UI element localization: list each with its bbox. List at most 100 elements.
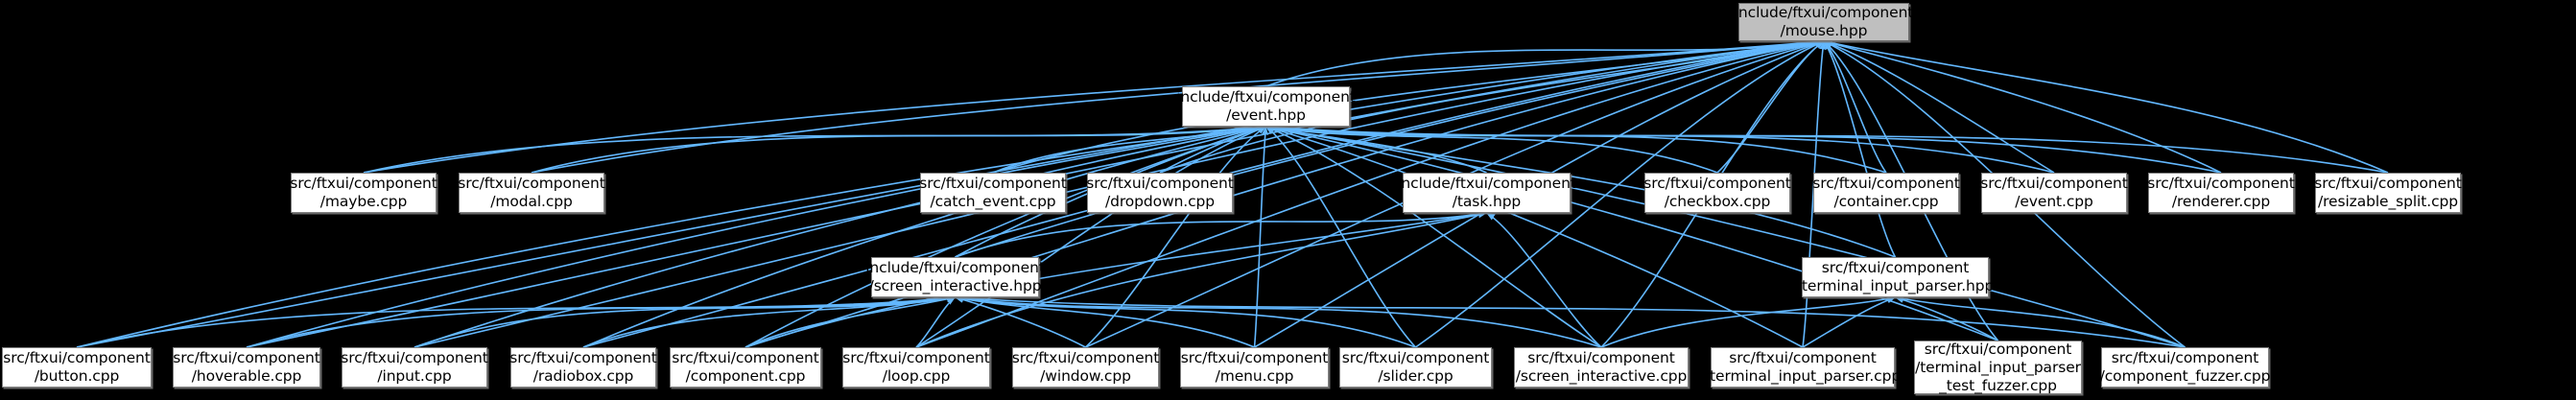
edge-terminal_input_parser_hpp-to-event_hpp — [1265, 125, 1896, 258]
node-label-line2: /component_fuzzer.cpp — [2099, 367, 2271, 385]
node-label-line2: /loop.cpp — [882, 367, 951, 385]
node-label-line2: /event.cpp — [2015, 193, 2093, 210]
node-label-line1: src/ftxui/component — [173, 349, 320, 366]
node-label-line2: /catch_event.cpp — [930, 193, 1056, 210]
node-mouse_hpp[interactable]: include/ftxui/component/mouse.hpp — [1735, 3, 1913, 41]
edge-input_cpp-to-event_hpp — [414, 125, 1266, 348]
node-label-line2: /component.cpp — [685, 367, 806, 385]
node-checkbox_cpp[interactable]: src/ftxui/component/checkbox.cpp — [1643, 173, 1791, 213]
node-label-line1: src/ftxui/component — [1924, 340, 2072, 358]
edge-event_cpp-to-event_hpp — [1265, 124, 2055, 174]
edge-hoverable_cpp-to-event_hpp — [246, 124, 1266, 348]
edge-catch_event_cpp-to-event_hpp — [992, 125, 1266, 174]
node-label-line1: src/ftxui/component — [458, 175, 605, 192]
node-label-line2: /modal.cpp — [490, 193, 573, 210]
node-label-line2: /task.hpp — [1452, 193, 1522, 210]
node-label-line2: /dropdown.cpp — [1104, 193, 1216, 210]
node-terminal_input_parser_hpp[interactable]: src/ftxui/component/terminal_input_parse… — [1797, 257, 1994, 297]
node-input_cpp[interactable]: src/ftxui/component/input.cpp — [341, 347, 488, 388]
node-label-line1: src/ftxui/component — [2147, 175, 2295, 192]
edge-resizable_split_cpp-to-event_hpp — [1265, 124, 2389, 174]
edge-screen_interactive_cpp-to-terminal_input_parser_hpp — [1600, 295, 1896, 348]
edge-task_hpp-to-event_hpp — [1265, 125, 1487, 174]
edge-catch_event_cpp-to-mouse_hpp — [992, 38, 1825, 174]
node-label-line1: src/ftxui/component — [1086, 175, 1234, 192]
edge-container_cpp-to-mouse_hpp — [1823, 40, 1887, 174]
node-event_cpp[interactable]: src/ftxui/component/event.cpp — [1980, 173, 2128, 213]
node-label-line1: src/ftxui/component — [1729, 349, 1877, 366]
node-label-line1: src/ftxui/component — [842, 349, 990, 366]
edge-menu_cpp-to-event_hpp — [1253, 126, 1268, 348]
node-label-line2: /radiobox.cpp — [532, 367, 634, 385]
node-label-line2: /terminal_input_parser.cpp — [1704, 367, 1902, 385]
edge-window_cpp-to-event_hpp — [1084, 126, 1266, 348]
node-label-line1: src/ftxui/component — [1011, 349, 1160, 366]
node-tip_test_fuzzer_cpp[interactable]: src/ftxui/component/terminal_input_parse… — [1914, 341, 2082, 394]
edge-terminal_input_parser_cpp-to-event_hpp — [1265, 126, 1804, 348]
node-label-line1: src/ftxui/component — [919, 175, 1067, 192]
node-label-line2: /terminal_input_parser.hpp — [1796, 277, 1995, 294]
edge-dropdown_cpp-to-event_hpp — [1159, 126, 1266, 174]
node-label-line2: /screen_interactive.cpp — [1515, 367, 1688, 385]
node-dropdown_cpp[interactable]: src/ftxui/component/dropdown.cpp — [1086, 173, 1234, 213]
node-label-line1: src/ftxui/component — [1812, 175, 1960, 192]
edge-event_cpp-to-mouse_hpp — [1823, 40, 2055, 174]
node-label-line1: include/ftxui/component — [1397, 175, 1576, 192]
node-label-line1: include/ftxui/component — [865, 259, 1045, 276]
node-label-line1: src/ftxui/component — [1980, 175, 2128, 192]
node-label-line1: src/ftxui/component — [1341, 349, 1490, 366]
node-label-line1: src/ftxui/component — [3, 349, 151, 366]
node-label-line2: /input.cpp — [377, 367, 452, 385]
node-terminal_input_parser_cpp[interactable]: src/ftxui/component/terminal_input_parse… — [1705, 347, 1901, 388]
edge-component_cpp-to-task_hpp — [744, 210, 1487, 348]
node-maybe_cpp[interactable]: src/ftxui/component/maybe.cpp — [290, 173, 437, 213]
edge-component_fuzzer_cpp-to-event_hpp — [1265, 125, 2186, 348]
node-label-line2: /menu.cpp — [1215, 367, 1294, 385]
node-label-line2: /checkbox.cpp — [1664, 193, 1771, 210]
node-label-line1: include/ftxui/component — [1734, 4, 1914, 21]
node-resizable_split_cpp[interactable]: src/ftxui/component/resizable_split.cpp — [2314, 173, 2462, 213]
node-label-line2: /window.cpp — [1040, 367, 1131, 385]
node-container_cpp[interactable]: src/ftxui/component/container.cpp — [1812, 173, 1960, 213]
node-label-line2: /terminal_input_parser — [1915, 358, 2081, 376]
edge-renderer_cpp-to-event_hpp — [1265, 124, 2222, 174]
node-label-line1: src/ftxui/component — [2314, 175, 2462, 192]
edge-loop_cpp-to-event_hpp — [915, 126, 1266, 348]
node-modal_cpp[interactable]: src/ftxui/component/modal.cpp — [458, 173, 605, 213]
node-button_cpp[interactable]: src/ftxui/component/button.cpp — [2, 347, 152, 388]
edge-screen_interactive_cpp-to-screen_interactive_hpp — [955, 294, 1602, 348]
node-screen_interactive_cpp[interactable]: src/ftxui/component/screen_interactive.c… — [1514, 347, 1689, 388]
edge-maybe_cpp-to-event_hpp — [363, 124, 1266, 174]
edge-screen_interactive_hpp-to-task_hpp — [955, 210, 1487, 258]
edge-modal_cpp-to-event_hpp — [531, 124, 1266, 174]
edge-radiobox_cpp-to-screen_interactive_hpp — [582, 295, 956, 348]
node-label-line1: src/ftxui/component — [1527, 349, 1675, 366]
edge-maybe_cpp-to-mouse_hpp — [363, 38, 1825, 174]
node-event_hpp[interactable]: include/ftxui/component/event.hpp — [1176, 86, 1356, 127]
node-label-line2: /button.cpp — [34, 367, 120, 385]
node-label-line1: src/ftxui/component — [2111, 349, 2259, 366]
node-radiobox_cpp[interactable]: src/ftxui/component/radiobox.cpp — [509, 347, 657, 388]
node-menu_cpp[interactable]: src/ftxui/component/menu.cpp — [1180, 347, 1329, 388]
node-label-line1: src/ftxui/component — [341, 349, 488, 366]
edge-container_cpp-to-event_hpp — [1265, 124, 1887, 174]
node-task_hpp[interactable]: include/ftxui/component/task.hpp — [1397, 173, 1576, 213]
node-label-line2: /mouse.hpp — [1780, 22, 1868, 39]
node-hoverable_cpp[interactable]: src/ftxui/component/hoverable.cpp — [173, 347, 320, 388]
edge-radiobox_cpp-to-event_hpp — [582, 125, 1266, 348]
node-window_cpp[interactable]: src/ftxui/component/window.cpp — [1012, 347, 1159, 388]
edge-button_cpp-to-screen_interactive_hpp — [76, 294, 956, 348]
node-label-line2: /slider.cpp — [1378, 367, 1453, 385]
node-component_cpp[interactable]: src/ftxui/component/component.cpp — [670, 347, 821, 388]
edge-component_cpp-to-screen_interactive_hpp — [744, 295, 956, 348]
edge-modal_cpp-to-mouse_hpp — [531, 38, 1825, 174]
edge-event_hpp-to-mouse_hpp — [1265, 38, 1825, 87]
node-catch_event_cpp[interactable]: src/ftxui/component/catch_event.cpp — [919, 173, 1067, 213]
node-loop_cpp[interactable]: src/ftxui/component/loop.cpp — [842, 347, 990, 388]
node-component_fuzzer_cpp[interactable]: src/ftxui/component/component_fuzzer.cpp — [2099, 347, 2271, 388]
node-renderer_cpp[interactable]: src/ftxui/component/renderer.cpp — [2147, 173, 2295, 213]
node-screen_interactive_hpp[interactable]: include/ftxui/component/screen_interacti… — [865, 257, 1045, 297]
node-slider_cpp[interactable]: src/ftxui/component/slider.cpp — [1339, 347, 1492, 388]
edge-slider_cpp-to-event_hpp — [1265, 126, 1417, 348]
